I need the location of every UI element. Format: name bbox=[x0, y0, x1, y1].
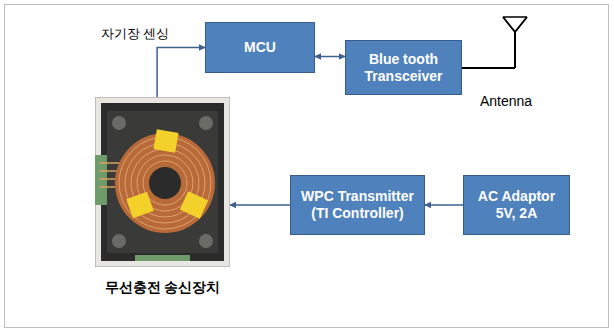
antenna-symbol-top bbox=[503, 16, 527, 18]
edge-label: 자기장 센싱 bbox=[99, 25, 172, 43]
connector-arrow bbox=[230, 204, 290, 206]
connector-arrow bbox=[157, 48, 205, 98]
box-label: MCU bbox=[244, 39, 276, 56]
connector-arrow bbox=[425, 204, 463, 206]
box-label: AC Adaptor 5V, 2A bbox=[472, 188, 561, 222]
antenna-symbol bbox=[503, 17, 527, 32]
box-label: Blue tooth Transceiver bbox=[354, 51, 453, 85]
process-box: AC Adaptor 5V, 2A bbox=[463, 175, 570, 235]
charger-photo bbox=[95, 97, 230, 267]
device-caption: 무선충전 송신장치 bbox=[105, 279, 221, 297]
antenna-wire bbox=[462, 67, 515, 69]
box-label: WPC Transmitter (TI Controller) bbox=[299, 188, 416, 222]
antenna-mast bbox=[514, 30, 516, 68]
process-box: MCU bbox=[205, 22, 315, 73]
charger-photo-node: 무선충전 송신장치 bbox=[95, 97, 230, 267]
connector-arrow bbox=[315, 56, 345, 58]
process-box: WPC Transmitter (TI Controller) bbox=[290, 175, 425, 235]
frame-border bbox=[5, 5, 609, 328]
antenna-label: Antenna bbox=[480, 93, 532, 109]
process-box: Blue tooth Transceiver bbox=[345, 40, 462, 95]
